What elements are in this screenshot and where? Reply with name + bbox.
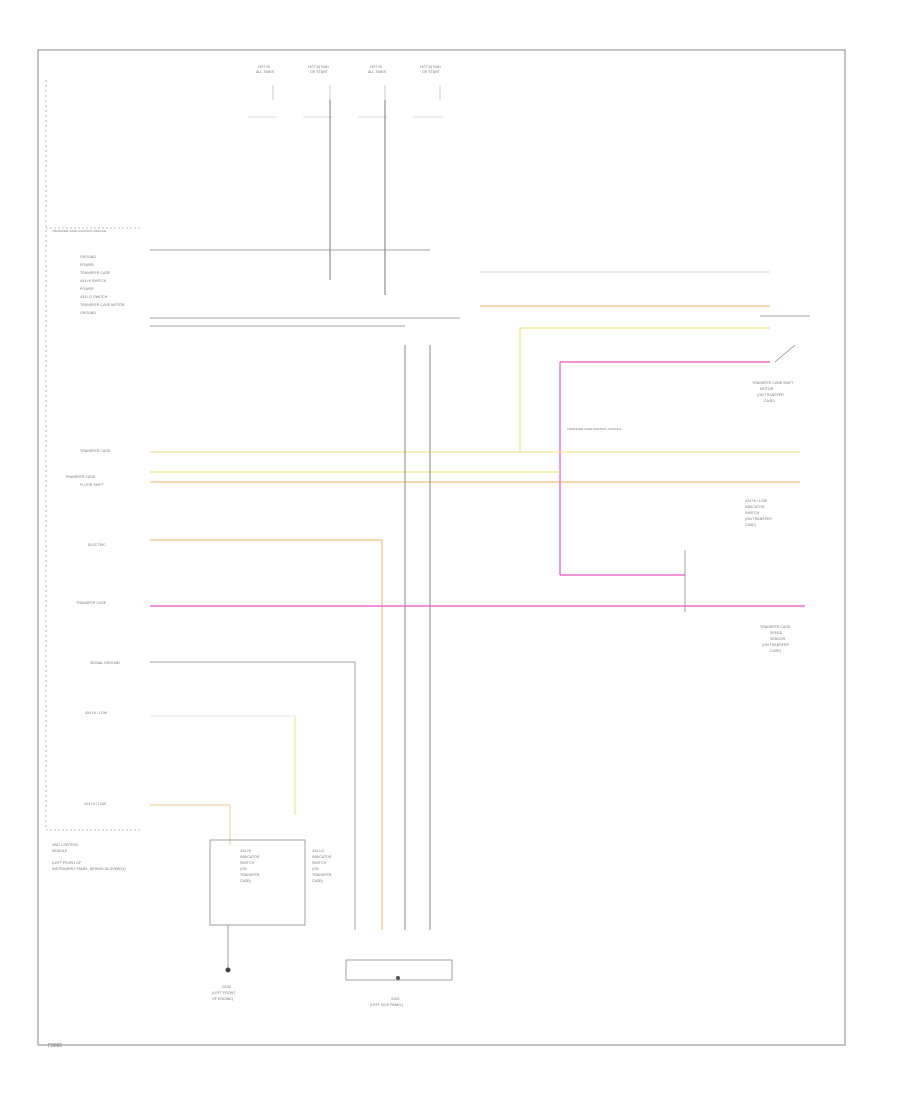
svg-text:CASE): CASE) <box>312 879 323 883</box>
left-labels: TRANSFER CASE TRANSFER CASE FLOOR SHIFT … <box>65 449 120 806</box>
bottom-component-1: 4X4 HI INDICATOR SWITCH (ON TRANSFER CAS… <box>240 849 260 883</box>
pin-label: GROUND <box>80 311 96 315</box>
right-harness <box>480 271 810 363</box>
svg-text:INSTRUMENT PANEL, BEHIND GLOVE: INSTRUMENT PANEL, BEHIND GLOVEBOX) <box>52 867 126 871</box>
svg-text:TRANSFER CASE SHIFT: TRANSFER CASE SHIFT <box>752 381 794 385</box>
right-component-1: TRANSFER CASE SHIFT MOTOR (ON TRANSFER C… <box>752 381 794 403</box>
fuse-label: HOT IN <box>370 65 383 69</box>
svg-text:MOTOR: MOTOR <box>760 387 774 391</box>
svg-text:(ON TRANSFER: (ON TRANSFER <box>762 643 789 647</box>
svg-text:SIGNAL GROUND: SIGNAL GROUND <box>90 661 120 665</box>
fuse-label: HOT IN RUN <box>308 65 329 69</box>
svg-text:(ON TRANSFER: (ON TRANSFER <box>745 517 772 521</box>
ground-icon <box>225 967 231 973</box>
svg-text:TRANSFER CASE: TRANSFER CASE <box>76 601 107 605</box>
svg-text:4X4 HI / LOW: 4X4 HI / LOW <box>84 802 107 806</box>
svg-text:OF ENGINE): OF ENGINE) <box>212 997 233 1001</box>
svg-text:4X4 HI / LOW: 4X4 HI / LOW <box>85 711 108 715</box>
svg-text:SWITCH: SWITCH <box>312 861 327 865</box>
svg-text:INDICATOR: INDICATOR <box>312 855 332 859</box>
svg-text:4X4 HI: 4X4 HI <box>240 849 251 853</box>
svg-text:CASE): CASE) <box>240 879 251 883</box>
splice-dot-icon <box>396 976 400 980</box>
module-name: 4WD CONTROL MODULE (LEFT FRONT OF INSTRU… <box>52 843 126 871</box>
svg-text:TRANSFER: TRANSFER <box>240 873 260 877</box>
svg-text:CASE): CASE) <box>770 649 781 653</box>
fuse-label: HOT IN <box>258 65 271 69</box>
ground-label: G100 (LEFT FRONT OF ENGINE) <box>212 985 236 1001</box>
diagram-code: F8886 <box>48 1043 63 1049</box>
svg-text:SENSOR: SENSOR <box>770 637 786 641</box>
svg-text:INDICATOR: INDICATOR <box>745 505 765 509</box>
right-component-2: 4X4 HI / LOW INDICATOR SWITCH (ON TRANSF… <box>745 499 772 527</box>
fuse-group: HOT IN ALL TIMES HOT IN RUN OR START HOT… <box>248 65 443 118</box>
svg-text:INDICATOR: INDICATOR <box>240 855 260 859</box>
svg-text:TRANSFER CASE: TRANSFER CASE <box>80 449 111 453</box>
svg-text:TRANSFER CASE: TRANSFER CASE <box>760 625 791 629</box>
svg-text:(ON TRANSFER: (ON TRANSFER <box>757 393 784 397</box>
fuse-label: OR START <box>310 70 329 74</box>
svg-text:(LEFT FRONT OF: (LEFT FRONT OF <box>52 861 82 865</box>
fuse-4: HOT IN RUN OR START <box>413 65 443 118</box>
svg-text:4X4 LO: 4X4 LO <box>312 849 324 853</box>
svg-text:TRANSFER CASE: TRANSFER CASE <box>65 475 96 479</box>
pin-label: 4X4 HI SWITCH <box>80 279 107 283</box>
diagram-border <box>37 49 846 1046</box>
svg-text:4X4 HI / LOW: 4X4 HI / LOW <box>745 499 768 503</box>
svg-text:(ON: (ON <box>240 867 247 871</box>
bottom-component-2: 4X4 LO INDICATOR SWITCH (ON TRANSFER CAS… <box>312 849 332 883</box>
fuse-label: HOT IN RUN <box>420 65 441 69</box>
pin-label: POWER <box>80 287 94 291</box>
bottom-switch-box <box>209 839 306 926</box>
svg-text:TRANSFER: TRANSFER <box>312 873 332 877</box>
svg-text:CASE): CASE) <box>764 399 775 403</box>
fuse-3: HOT IN ALL TIMES <box>358 65 388 118</box>
svg-text:SPEED: SPEED <box>770 631 783 635</box>
fuse-label: ALL TIMES <box>368 70 387 74</box>
svg-text:S100: S100 <box>391 997 399 1001</box>
svg-text:(LEFT FRONT: (LEFT FRONT <box>212 991 236 995</box>
splice-connector <box>345 959 453 981</box>
svg-text:SWITCH: SWITCH <box>745 511 760 515</box>
pin-label: TRANSFER CASE MOTOR <box>80 303 125 307</box>
top-connector: GROUND POWER TRANSFER CASE 4X4 HI SWITCH… <box>80 249 460 327</box>
svg-text:CASE): CASE) <box>745 523 756 527</box>
motor-switch <box>774 344 796 363</box>
pin-label: POWER <box>80 263 94 267</box>
svg-text:(ON: (ON <box>312 867 319 871</box>
svg-text:G100: G100 <box>222 985 231 989</box>
pin-label: GROUND <box>80 255 96 259</box>
svg-text:TRANSFER CASE CONTROL MODULE: TRANSFER CASE CONTROL MODULE <box>567 427 621 431</box>
module-header: TRANSFER CASE CONTROL MODULE <box>52 229 106 233</box>
fuse-2: HOT IN RUN OR START <box>303 65 333 118</box>
middle-splice-label: TRANSFER CASE CONTROL MODULE <box>567 427 621 431</box>
fuse-label: ALL TIMES <box>256 70 275 74</box>
svg-text:(LEFT KICK PANEL): (LEFT KICK PANEL) <box>370 1003 403 1007</box>
fuse-1: HOT IN ALL TIMES <box>248 65 276 118</box>
right-component-3: TRANSFER CASE SPEED SENSOR (ON TRANSFER … <box>760 625 791 653</box>
svg-text:FLOOR SHIFT: FLOOR SHIFT <box>80 483 105 487</box>
svg-text:4WD CONTROL: 4WD CONTROL <box>52 843 79 847</box>
pin-label: 4X4 LO SWITCH <box>80 295 108 299</box>
svg-text:SWITCH: SWITCH <box>240 861 255 865</box>
splice-label: S100 (LEFT KICK PANEL) <box>370 997 403 1007</box>
fuse-label: OR START <box>422 70 441 74</box>
svg-text:ELECTRIC: ELECTRIC <box>88 543 106 547</box>
svg-text:MODULE: MODULE <box>52 849 68 853</box>
pin-label: TRANSFER CASE <box>80 271 111 275</box>
